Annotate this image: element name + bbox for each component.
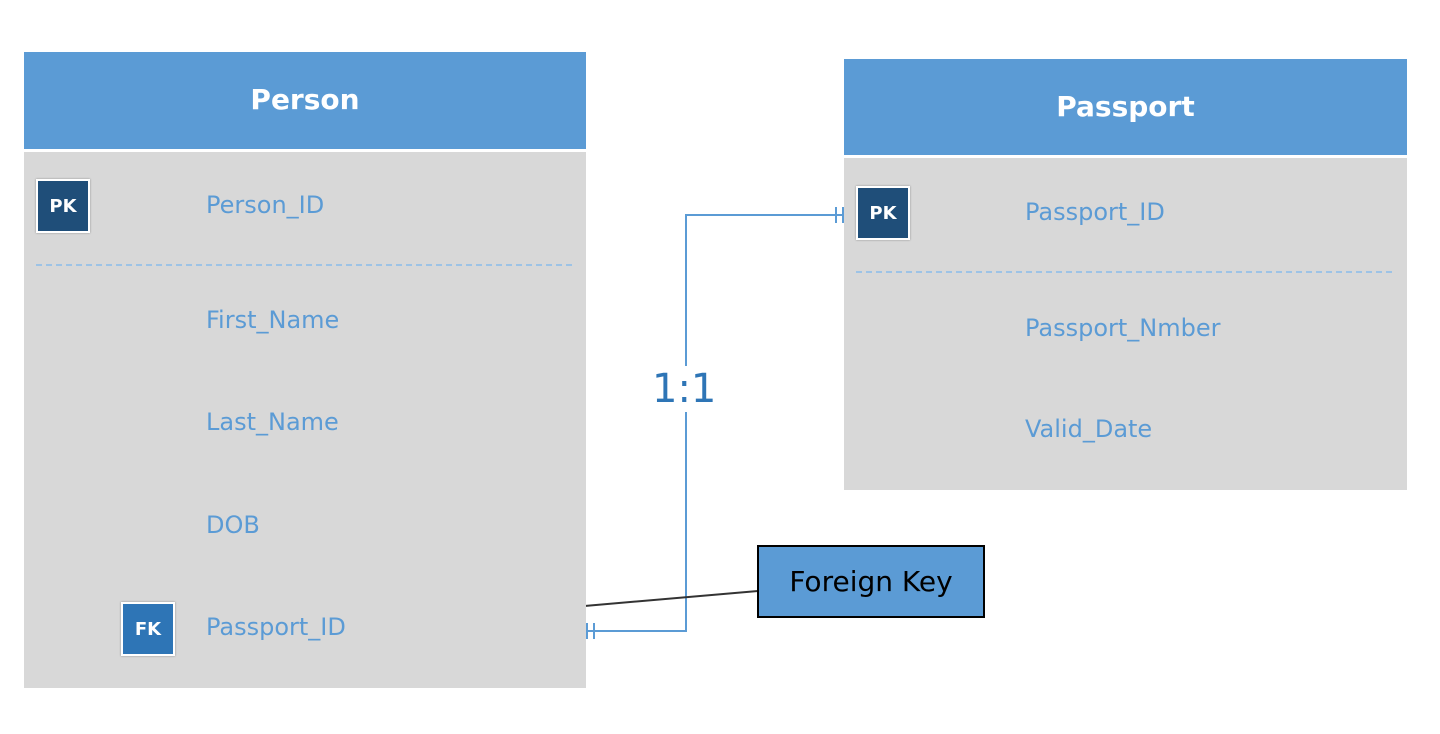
passport-key-divider — [856, 271, 1392, 273]
person-field-dob: DOB — [206, 511, 260, 539]
passport-field-passport-id: Passport_ID — [1025, 198, 1165, 226]
person-fk-badge: FK — [121, 602, 175, 656]
person-field-passport-id: Passport_ID — [206, 613, 346, 641]
passport-field-valid-date: Valid_Date — [1025, 415, 1153, 443]
person-entity[interactable]: Person PK Person_ID First_Name Last_Name… — [24, 52, 586, 688]
foreign-key-callout: Foreign Key — [757, 545, 985, 618]
passport-entity[interactable]: Passport PK Passport_ID Passport_Nmber V… — [844, 59, 1407, 490]
person-pk-badge: PK — [36, 179, 90, 233]
passport-field-passport-number: Passport_Nmber — [1025, 314, 1221, 342]
passport-pk-badge: PK — [856, 186, 910, 240]
passport-entity-title: Passport — [844, 59, 1407, 158]
relationship-cardinality-label: 1:1 — [648, 366, 721, 412]
person-field-last-name: Last_Name — [206, 408, 339, 436]
person-field-person-id: Person_ID — [206, 191, 325, 219]
relationship-line — [575, 214, 856, 632]
person-key-divider — [36, 264, 572, 266]
person-entity-title: Person — [24, 52, 586, 152]
callout-pointer-line — [572, 590, 759, 608]
person-field-first-name: First_Name — [206, 306, 340, 334]
